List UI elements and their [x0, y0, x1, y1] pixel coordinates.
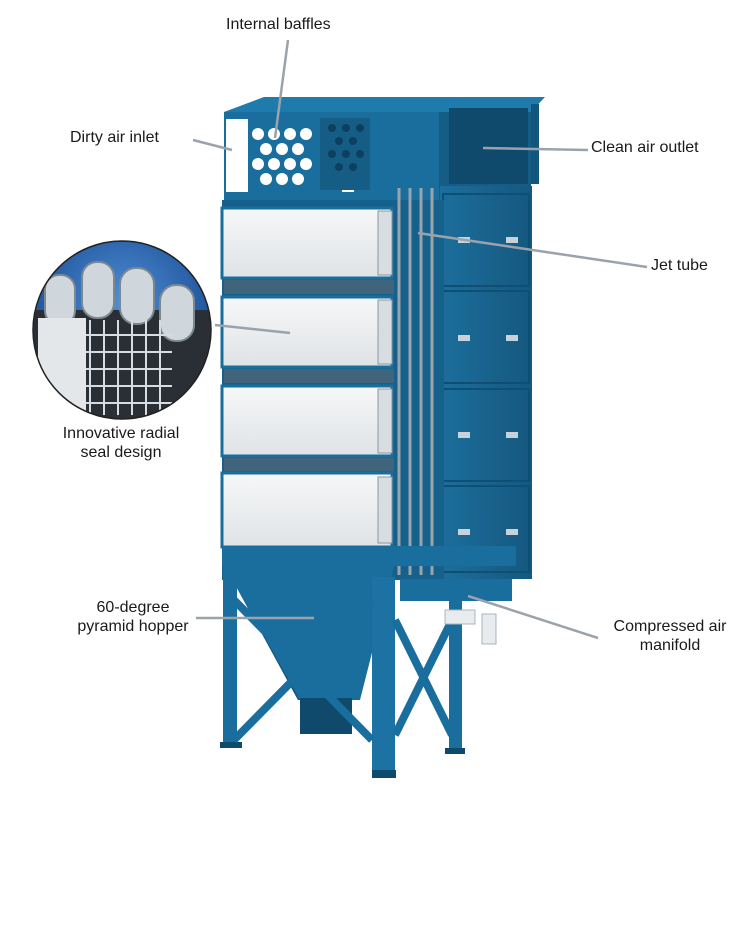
internal-baffles-label: Internal baffles [226, 16, 331, 33]
dirty-air-inlet-label: Dirty air inlet [70, 129, 159, 146]
pyramid-hopper [222, 546, 516, 773]
radial-seal-label-line1: Innovative radial [62, 425, 180, 442]
cabinet-doors [440, 186, 532, 579]
clean-air-outlet-label: Clean air outlet [591, 139, 699, 156]
compressed-air-manifold [400, 579, 512, 645]
jet-tube-label: Jet tube [651, 257, 708, 274]
manifold-label-line1: Compressed air [613, 618, 727, 635]
hopper-label-line2: pyramid hopper [77, 618, 189, 635]
manifold-label-line2: manifold [639, 637, 701, 654]
internal-baffles [226, 118, 370, 194]
hopper-label-line1: 60-degree [96, 599, 170, 616]
jet-tubes [397, 188, 434, 575]
filter-cartridges [220, 206, 394, 549]
support-legs [220, 566, 465, 778]
manifold-label: Compressed air manifold [600, 617, 740, 655]
radial-seal-label: Innovative radial seal design [45, 424, 197, 462]
hopper-label: 60-degree pyramid hopper [68, 598, 198, 636]
radial-seal-inset-photo [32, 240, 212, 420]
leader-lines [192, 39, 648, 640]
radial-seal-label-line2: seal design [80, 444, 162, 461]
